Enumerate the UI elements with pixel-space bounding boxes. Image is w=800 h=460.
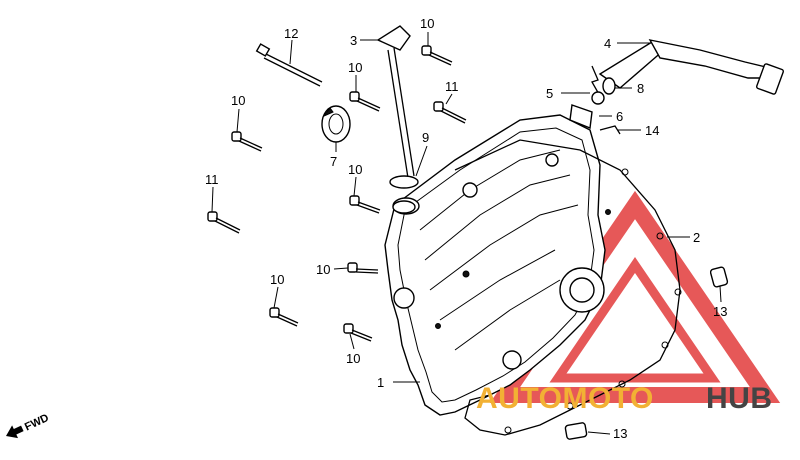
callout-10-d: 10 [348, 162, 362, 177]
callout-10-f: 10 [270, 272, 284, 287]
dowel-pin-lower [564, 422, 588, 440]
callout-13-b: 13 [613, 426, 627, 441]
callout-14: 14 [645, 123, 659, 138]
bolt-10-c [231, 131, 263, 152]
callout-8: 8 [637, 81, 644, 96]
gasket [454, 139, 682, 436]
callout-10-b: 10 [348, 60, 362, 75]
callout-13-a: 13 [713, 304, 727, 319]
dowel-pin-upper [709, 266, 729, 288]
watermark-brand-part1: AUTOMOTO [476, 382, 654, 415]
watermark-brand-part2: HUB [706, 382, 773, 415]
bolt-10-b [349, 91, 381, 112]
spring [591, 65, 601, 97]
callout-2: 2 [693, 230, 700, 245]
kick-starter-arm [598, 39, 784, 95]
callout-5: 5 [546, 86, 553, 101]
washer [602, 77, 616, 95]
callout-11-b: 11 [205, 172, 219, 187]
callout-7: 7 [330, 154, 337, 169]
callout-11-a: 11 [445, 79, 459, 94]
direction-label: FWD [23, 412, 51, 433]
bolt-10-f [269, 307, 299, 327]
callout-10-c: 10 [231, 93, 245, 108]
callout-10-e: 10 [316, 262, 330, 277]
bolt-10-e [347, 262, 379, 274]
callout-10-a: 10 [420, 16, 434, 31]
crankcase-cover [384, 114, 611, 416]
bearing [321, 105, 351, 143]
callout-6: 6 [616, 109, 623, 124]
dipstick-o-ring [389, 175, 419, 189]
bolt-10-d [349, 195, 381, 214]
callout-3: 3 [350, 33, 357, 48]
filler-neck [392, 200, 416, 214]
clip [599, 125, 621, 135]
callout-10-g: 10 [346, 351, 360, 366]
bolt-11-a [433, 101, 467, 124]
forward-arrow-icon: FWD [6, 412, 51, 439]
leader-lines [211, 32, 722, 435]
bolt-11-b [207, 211, 241, 234]
callout-1: 1 [377, 375, 384, 390]
bolt-10-a [421, 45, 453, 66]
bolt-10-g [343, 323, 373, 342]
dipstick [376, 25, 415, 179]
callout-4: 4 [604, 36, 611, 51]
callout-12: 12 [284, 26, 298, 41]
watermark-text: AUTOMOTO HUB [476, 382, 773, 415]
callout-9: 9 [422, 130, 429, 145]
long-bolt [255, 43, 323, 87]
spindle-seal [569, 91, 605, 129]
